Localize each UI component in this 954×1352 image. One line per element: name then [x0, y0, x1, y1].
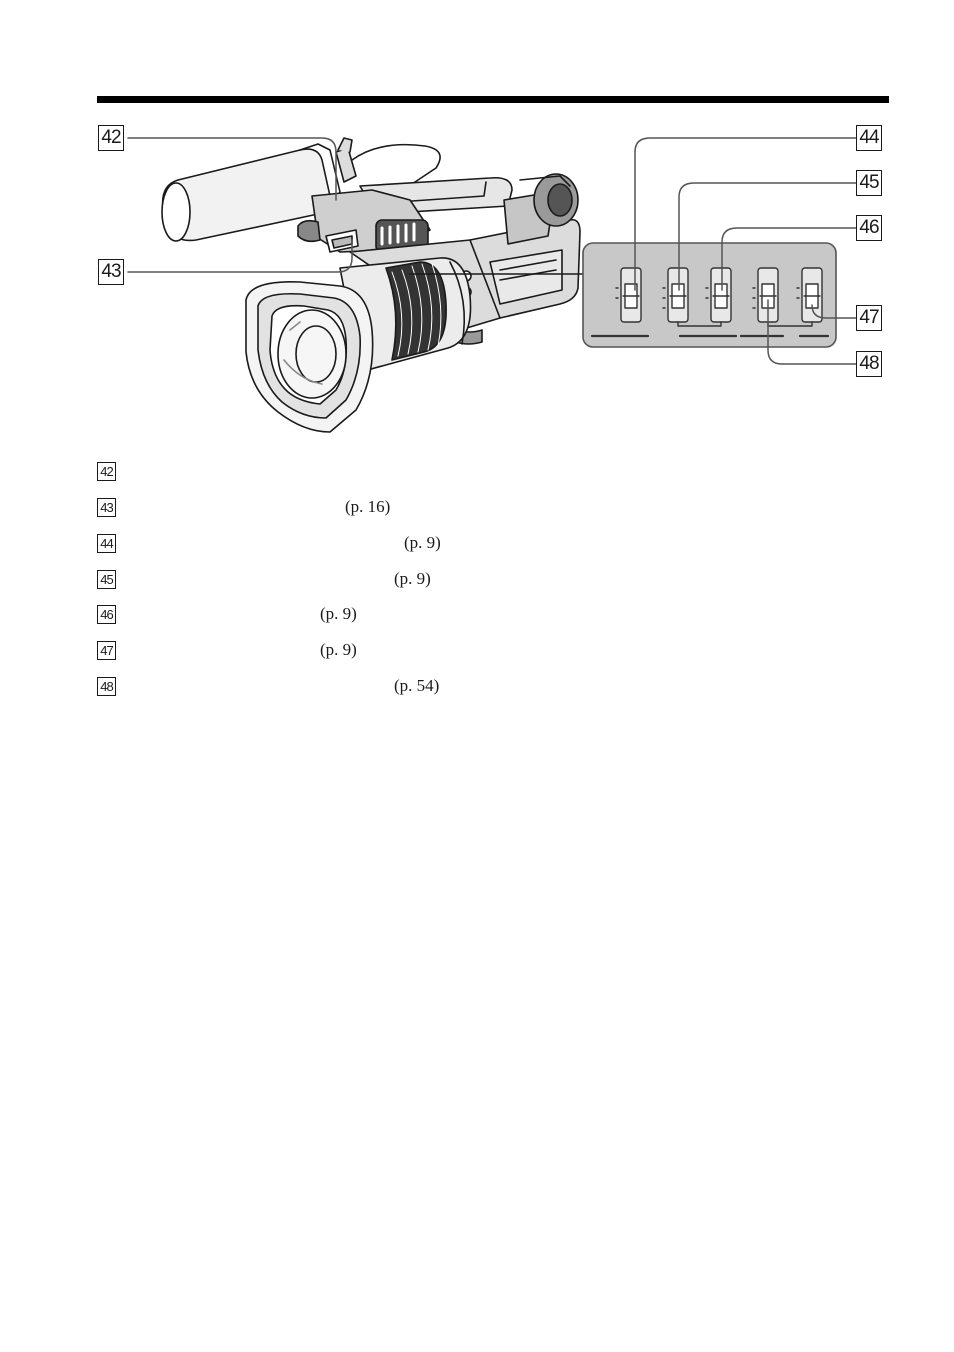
legend-item-43: 43 (p. 16) [97, 496, 897, 518]
legend-item-42: 42 [97, 460, 897, 482]
mic-cable [351, 143, 441, 185]
callout-42: 42 [98, 125, 124, 151]
callout-45: 45 [856, 170, 882, 196]
switch-3 [705, 267, 732, 323]
callout-44: 44 [856, 125, 882, 151]
page-reference: (p. 9) [320, 640, 357, 659]
page-reference: (p. 54) [394, 676, 440, 695]
callout-46: 46 [856, 215, 882, 241]
switch-panel [582, 242, 837, 348]
legend-item-45: 45 (p. 9) [97, 568, 897, 590]
legend-number: 43 [97, 498, 116, 517]
legend-number: 47 [97, 641, 116, 660]
callout-48: 48 [856, 351, 882, 377]
callout-43: 43 [98, 259, 124, 285]
legend-item-47: 47 (p. 9) [97, 639, 897, 661]
page-reference: (p. 16) [345, 497, 391, 516]
top-rule [97, 96, 889, 103]
lens-hood-drawing [245, 281, 374, 433]
callout-leader-lines [127, 137, 857, 365]
legend-item-46: 46 (p. 9) [97, 603, 897, 625]
switch-4 [752, 267, 779, 323]
legend-item-48: 48 (p. 54) [97, 675, 897, 697]
legend-number: 46 [97, 605, 116, 624]
callout-47: 47 [856, 305, 882, 331]
camcorder-figure: 42 43 44 45 46 47 48 [0, 0, 954, 450]
switch-2 [662, 267, 689, 323]
legend-item-44: 44 (p. 9) [97, 532, 897, 554]
legend-number: 45 [97, 570, 116, 589]
legend-number: 48 [97, 677, 116, 696]
legend-number: 44 [97, 534, 116, 553]
page-reference: (p. 9) [320, 604, 357, 623]
page-reference: (p. 9) [394, 569, 431, 588]
camcorder-illustration [127, 137, 857, 433]
page-reference: (p. 9) [404, 533, 441, 552]
switch-1 [615, 267, 642, 323]
legend-number: 42 [97, 462, 116, 481]
